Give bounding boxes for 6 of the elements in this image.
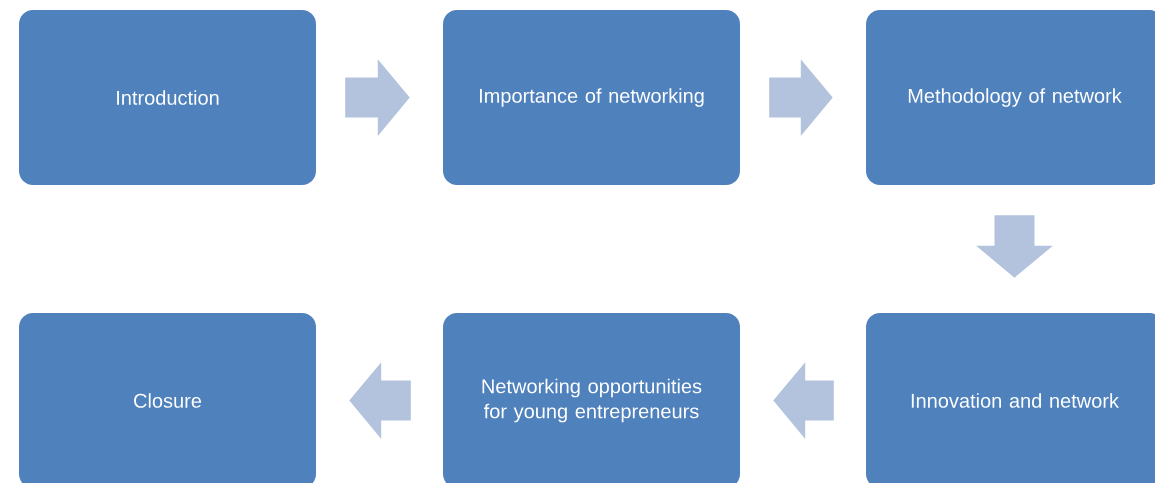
process-box: Methodology of network [866, 10, 1155, 185]
process-box: Importance of networking [443, 10, 740, 185]
process-box: Innovation and network [866, 313, 1155, 483]
process-box: Introduction [19, 10, 316, 185]
process-box: Networking opportunities for young entrepreneurs [443, 313, 740, 483]
process-box: Closure [19, 313, 316, 483]
